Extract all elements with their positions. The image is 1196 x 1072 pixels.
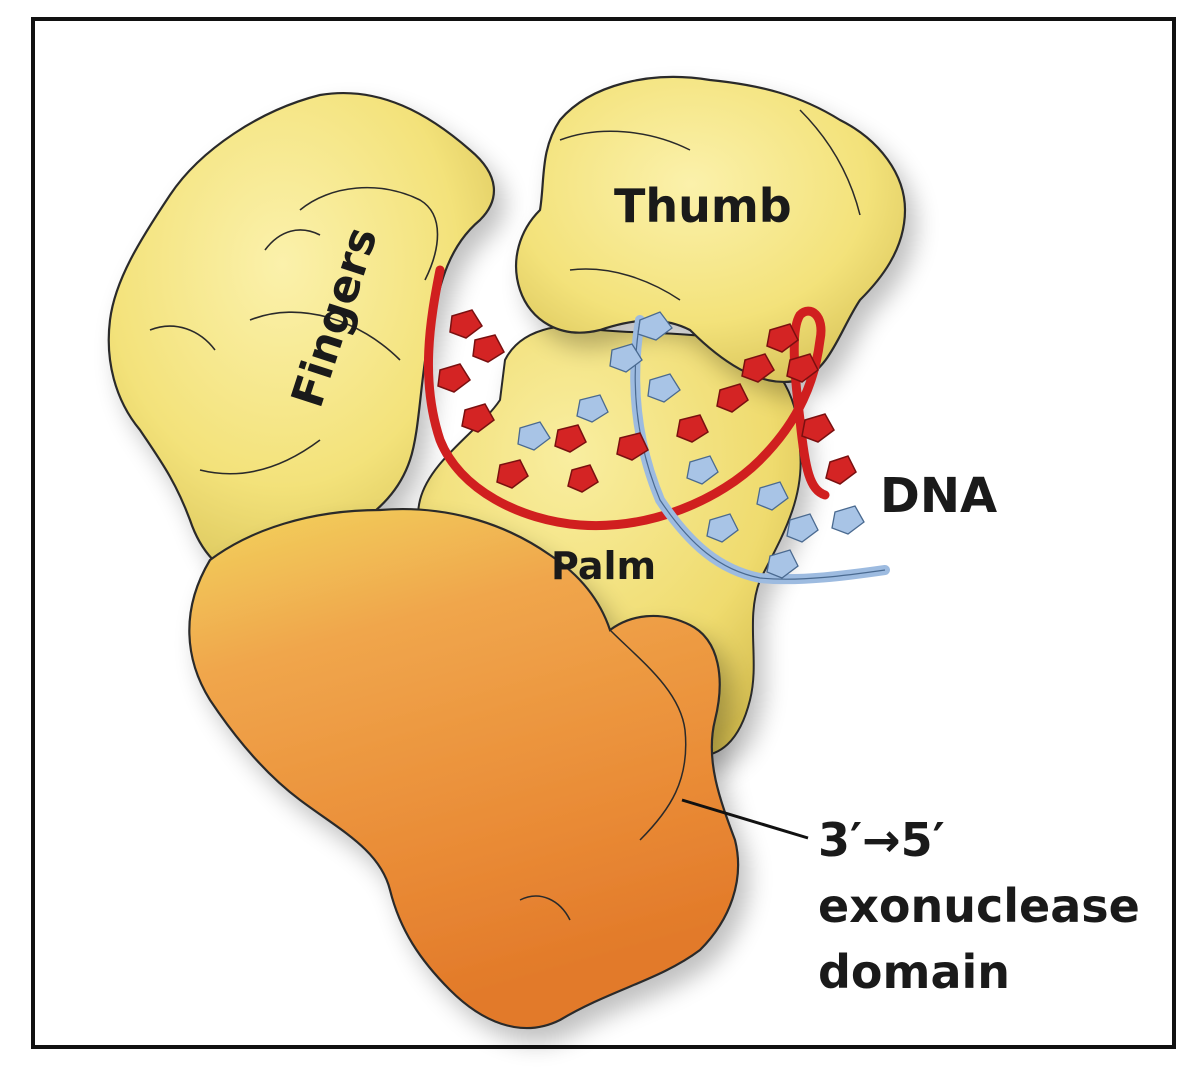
leader-line	[681, 798, 809, 840]
dna-strand-red	[423, 265, 830, 531]
exonuclease-detail	[519, 629, 687, 921]
fingers-domain	[107, 91, 495, 582]
dna-bases-red	[437, 309, 857, 493]
palm-label: Palm	[551, 544, 656, 588]
dna-bases-blue	[517, 311, 865, 579]
thumb-label: Thumb	[614, 179, 792, 233]
exonuclease-label-line3: domain	[818, 945, 1010, 999]
dna-strand-blue-outline	[634, 319, 886, 580]
dna-label: DNA	[880, 468, 997, 524]
fingers-detail	[149, 186, 439, 475]
exonuclease-domain	[188, 507, 740, 1030]
exonuclease-label-line1: 3′→5′	[818, 813, 945, 867]
exonuclease-label-line2: exonuclease	[818, 879, 1140, 933]
thumb-detail	[559, 109, 861, 301]
